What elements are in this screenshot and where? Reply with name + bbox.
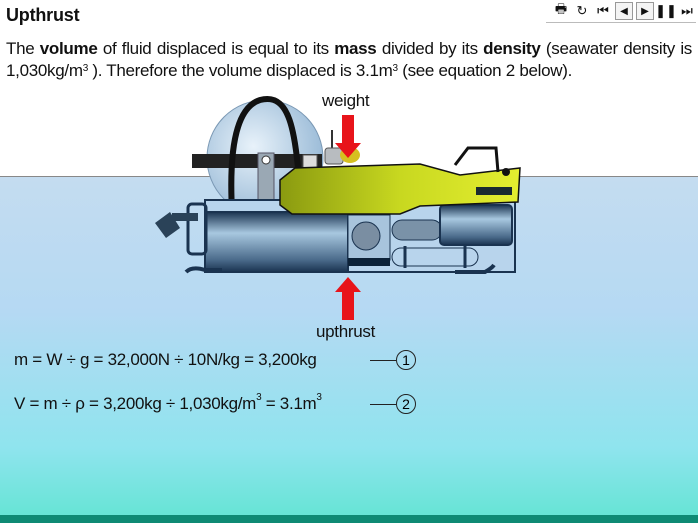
footer-bar [0,515,698,523]
equation-1-marker: 1 [370,350,416,370]
next-icon[interactable]: ▶ [636,2,654,20]
upthrust-label: upthrust [316,322,376,341]
first-icon[interactable]: ⏮ [597,3,609,18]
weight-label: weight [322,91,370,110]
prev-icon[interactable]: ◀ [615,2,633,20]
equation-number: 1 [396,350,416,370]
weight-arrow [335,115,361,158]
intro-paragraph: The volume of fluid displaced is equal t… [6,39,692,80]
equation-2-marker: 2 [370,394,416,414]
pause-icon[interactable]: ❚❚ [655,3,677,18]
last-icon[interactable]: ⏭ [681,3,693,18]
print-icon[interactable]: 🖶 [554,1,568,16]
equation-2: V = m ÷ ρ = 3,200kg ÷ 1,030kg/m3 = 3.1m3 [14,392,322,413]
playback-toolbar: 🖶 ↻ ⏮ ◀ ▶ ❚❚ ⏭ [552,1,696,20]
replay-icon[interactable]: ↻ [576,3,588,18]
upthrust-arrow [335,277,361,320]
page-title: Upthrust [6,5,80,25]
equation-1: m = W ÷ g = 32,000N ÷ 10N/kg = 3,200kg [14,350,317,369]
equation-number: 2 [396,394,416,414]
toolbar-divider [546,22,696,23]
